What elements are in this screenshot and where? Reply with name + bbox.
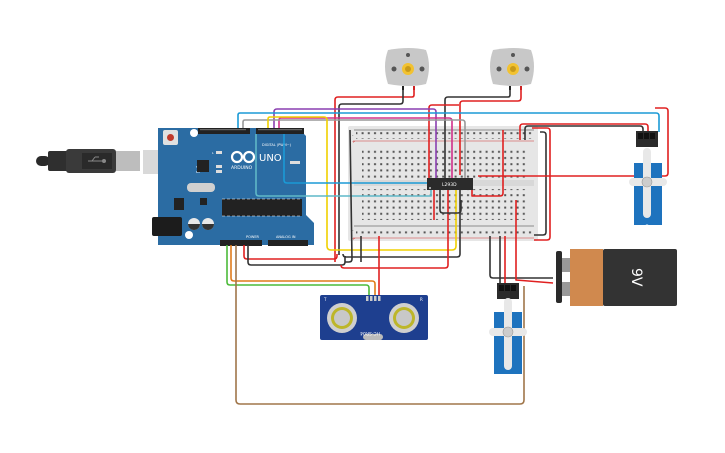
- wire-black[interactable]: [524, 125, 644, 140]
- wire-orange[interactable]: [230, 245, 376, 295]
- sensor-label: HC-SR04: [360, 330, 380, 336]
- arduino-logo-text: ARDUINO: [231, 165, 253, 171]
- usb-cable-end: [36, 156, 50, 166]
- mount-hole: [185, 231, 193, 239]
- digital-header-left: [198, 128, 250, 134]
- sensor-pin-gnd: [378, 296, 381, 301]
- battery-terminal-plate: [556, 251, 562, 303]
- rail-minus-label: -: [352, 228, 354, 233]
- wire-red[interactable]: [334, 90, 415, 262]
- ic-body: [427, 178, 473, 190]
- battery-body: [603, 249, 677, 306]
- wire-black[interactable]: [534, 131, 547, 236]
- sensor-t-label: T: [323, 297, 327, 302]
- power-label: POWER: [246, 235, 260, 239]
- wire-cyan[interactable]: [255, 134, 432, 197]
- wire-red-battery[interactable]: [515, 200, 554, 284]
- wire-black[interactable]: [338, 90, 404, 255]
- ic-label: L293D: [442, 182, 457, 188]
- regulator: [174, 198, 184, 210]
- wire-purple[interactable]: [273, 108, 437, 178]
- analog-label: ANALOG IN: [276, 235, 296, 239]
- arduino-model-text: UNO: [259, 153, 282, 164]
- wire-blue[interactable]: [237, 112, 660, 132]
- rail-plus-label: +: [352, 236, 355, 241]
- dc-motor-2[interactable]: [490, 48, 534, 90]
- rail-plus-label: +: [352, 139, 355, 144]
- wire-red[interactable]: [340, 190, 449, 269]
- terminal-strip-top: [362, 148, 526, 179]
- battery-copper-cap: [570, 249, 603, 306]
- crystal: [187, 183, 215, 192]
- digital-label: DIGITAL (PWM~): [262, 143, 292, 147]
- sensor-pin-echo: [374, 296, 377, 301]
- power-jack[interactable]: [152, 217, 182, 236]
- usb-connector-metal: [116, 151, 140, 171]
- wire-black-battery[interactable]: [489, 236, 553, 279]
- battery-terminal: [562, 258, 570, 272]
- terminal-strip-bottom: [362, 189, 526, 220]
- rail-bottom-holes: [356, 228, 532, 236]
- battery-terminal: [562, 282, 570, 296]
- atmega-chip: [222, 199, 302, 216]
- wire-red[interactable]: [459, 90, 522, 175]
- wire-black[interactable]: [342, 190, 461, 258]
- led-tx: [216, 165, 222, 168]
- analog-header: [268, 240, 308, 246]
- battery-9v[interactable]: 9V: [556, 249, 677, 306]
- battery-label: 9V: [628, 268, 644, 287]
- sensor-pin-vcc: [366, 296, 369, 301]
- wire-green[interactable]: [226, 245, 370, 295]
- usb-icon: [88, 156, 106, 163]
- wire-red[interactable]: [471, 130, 504, 197]
- led-l: [216, 151, 222, 154]
- sensor-r-label: R: [420, 297, 423, 302]
- servo-bottom[interactable]: [489, 283, 527, 380]
- wire-red[interactable]: [428, 104, 459, 178]
- digital-header-right: [256, 128, 304, 134]
- wire-black[interactable]: [345, 129, 353, 263]
- wire-brown[interactable]: [235, 245, 525, 405]
- wires: [226, 90, 669, 405]
- l-label: L: [212, 151, 214, 155]
- ic-notch: [429, 187, 431, 189]
- wire-red[interactable]: [532, 127, 551, 241]
- wire-blue[interactable]: [283, 134, 427, 184]
- header-pins: [200, 129, 302, 131]
- mount-hole: [190, 129, 198, 137]
- rail-top-holes: [356, 132, 532, 139]
- power-header: [220, 240, 262, 246]
- ultrasonic-sensor[interactable]: HC-SR04 T R: [320, 295, 428, 340]
- wire-black[interactable]: [439, 190, 462, 214]
- sensor-crystal: [363, 334, 383, 340]
- wire-gray[interactable]: [242, 119, 466, 178]
- wire-red-5v[interactable]: [243, 245, 338, 260]
- arduino-uno[interactable]: ARDUINO UNO DIGITAL (PWM~) POWER ANALOG …: [152, 128, 314, 246]
- wire-black[interactable]: [444, 90, 511, 178]
- servo-right[interactable]: [629, 131, 667, 230]
- sensor-pin-trig: [370, 296, 373, 301]
- wire-red[interactable]: [519, 123, 649, 140]
- on-led: [290, 161, 300, 164]
- dc-motor-1[interactable]: [385, 48, 429, 90]
- rail-minus-label: -: [352, 133, 354, 138]
- led-rx: [216, 170, 222, 173]
- l293d-motor-driver[interactable]: L293D: [427, 178, 473, 190]
- usb-chip: [197, 160, 209, 172]
- wire-black-gnd[interactable]: [247, 245, 346, 266]
- wire-red[interactable]: [478, 107, 669, 177]
- arduino-logo-icon: [230, 150, 256, 164]
- usb-cable[interactable]: [36, 149, 163, 174]
